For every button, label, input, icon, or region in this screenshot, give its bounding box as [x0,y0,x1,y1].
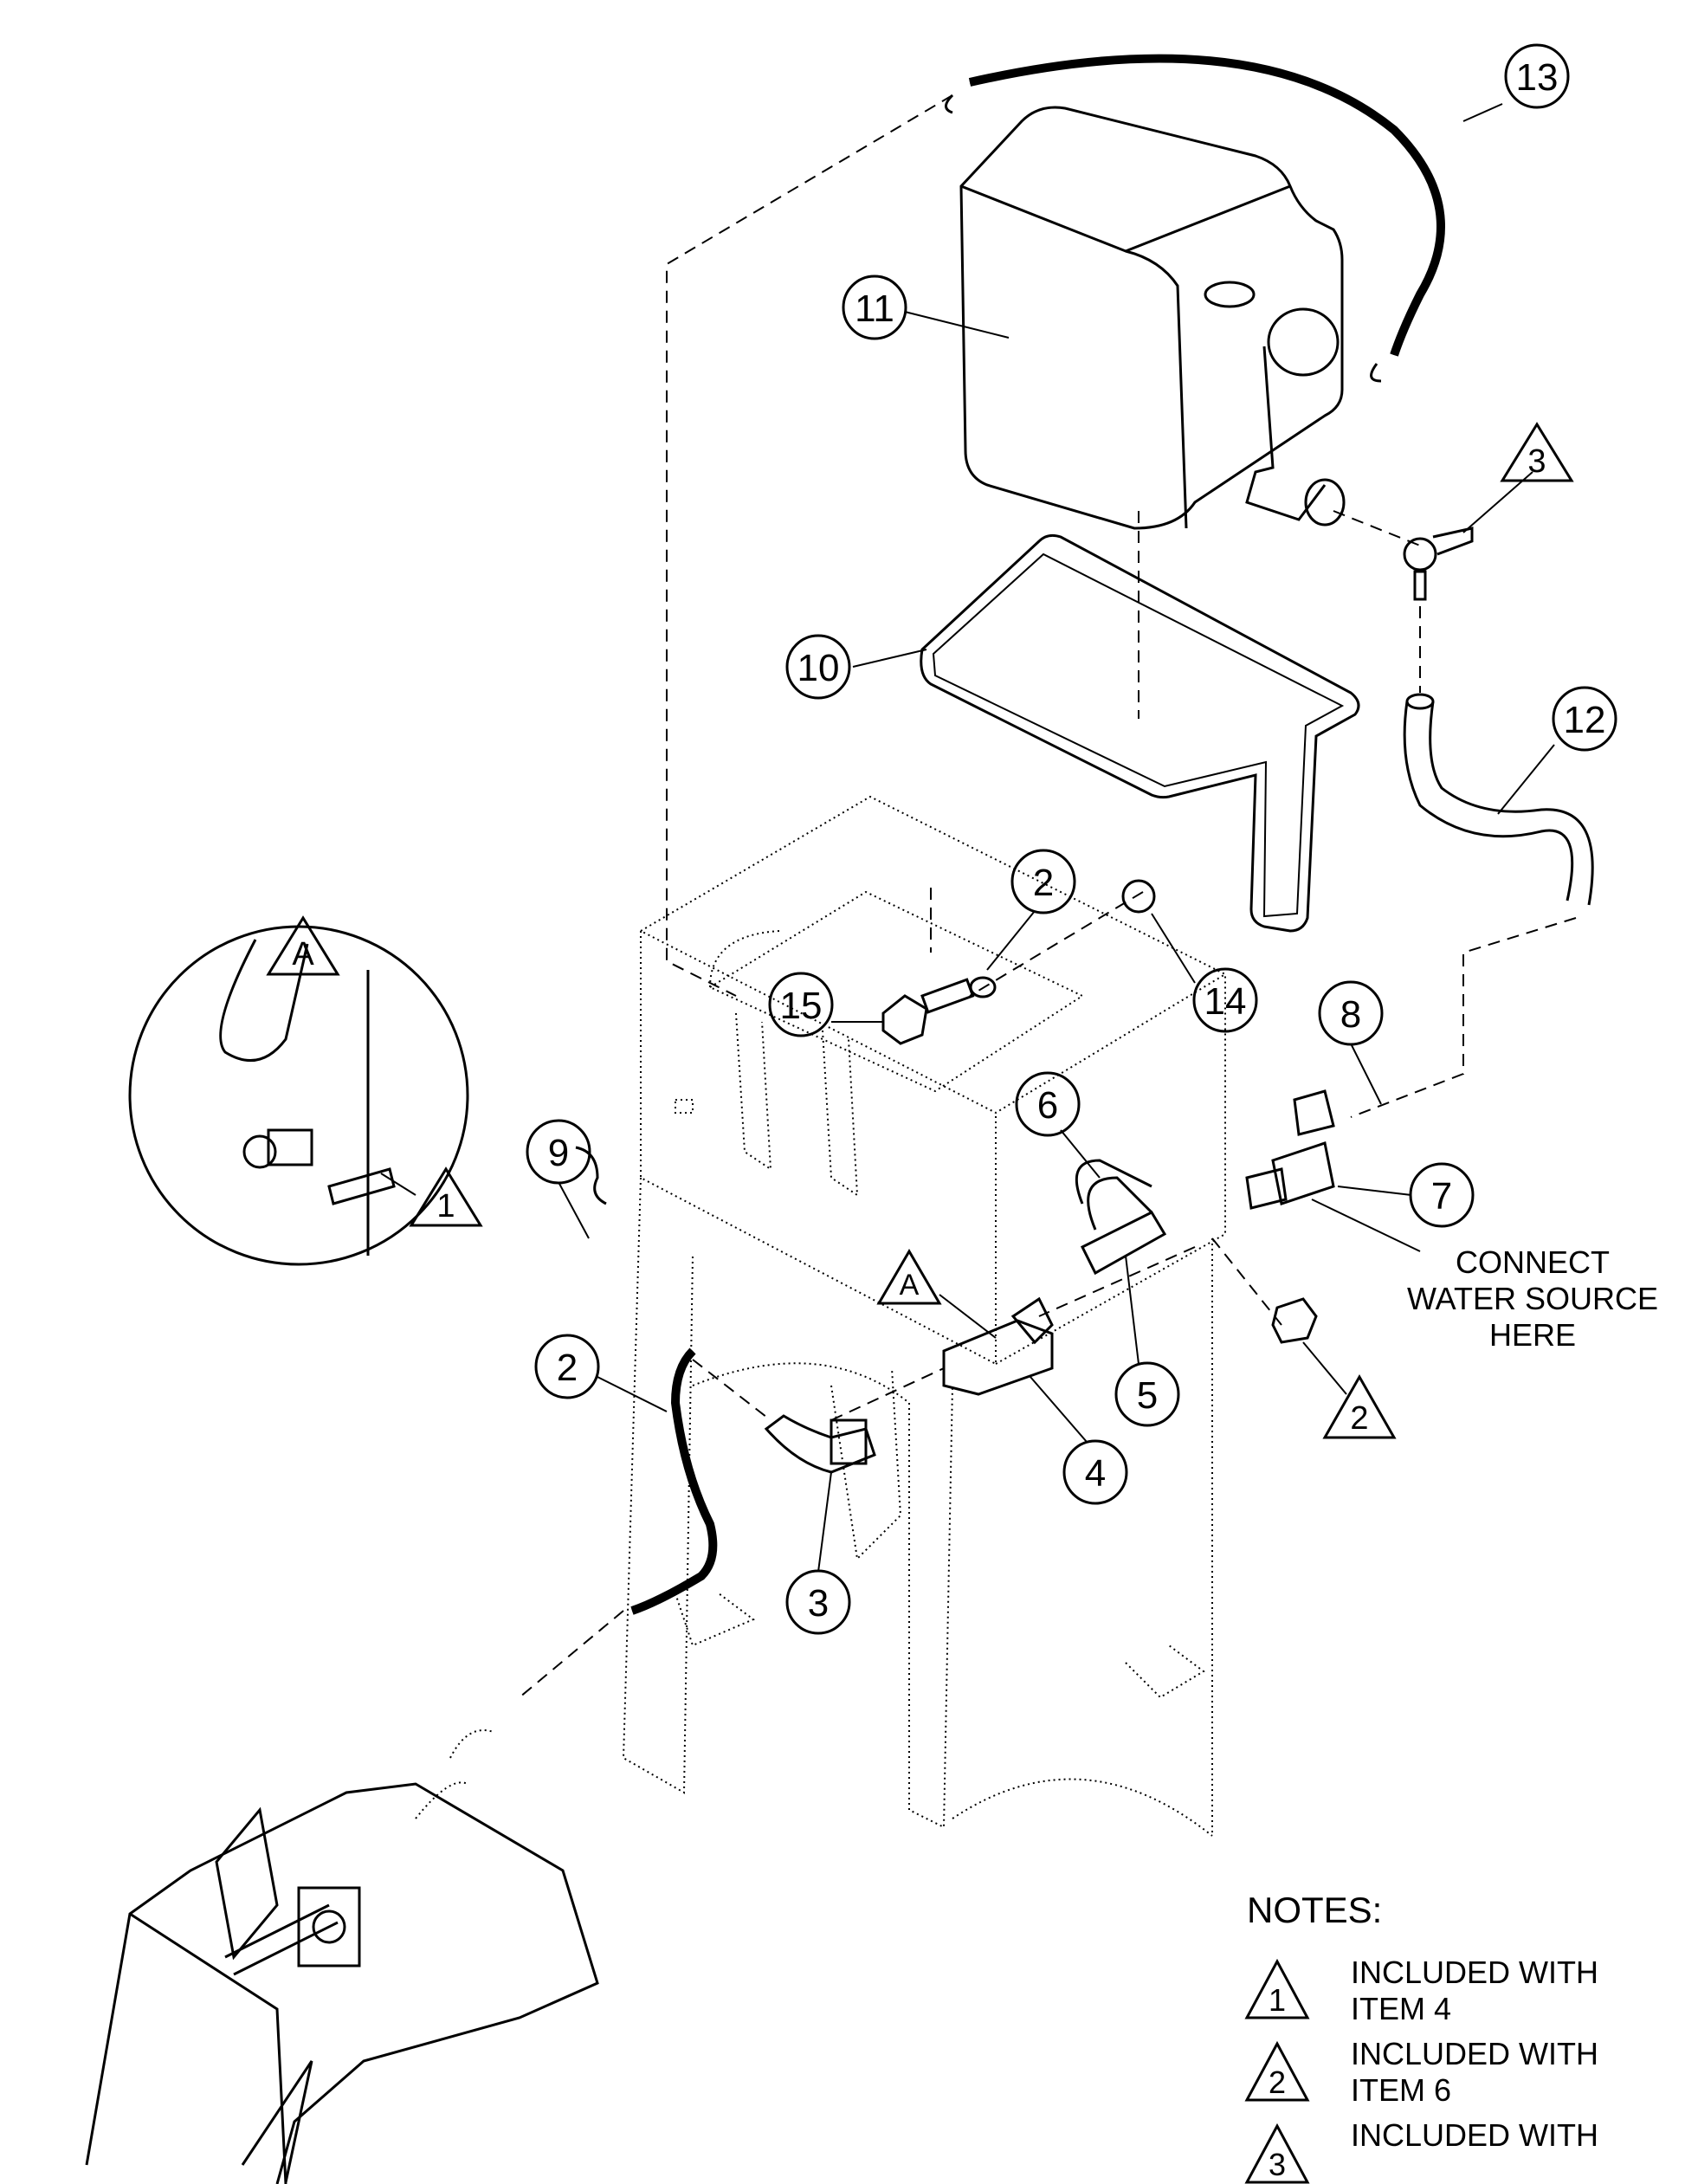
note-item-3: 3 INCLUDED WITH [1244,2117,1598,2184]
label-text: 10 [797,647,840,689]
tank-gasket [920,533,1360,933]
label-text: 8 [1340,993,1361,1036]
notes-heading: NOTES: [1247,1890,1382,1930]
callout-11: 11 [842,275,1010,340]
label-text: 6 [1037,1084,1058,1127]
label-text: 1 [1269,1982,1286,2018]
callout-15: 15 [768,972,883,1037]
triangle-1-detail: 1 [380,1166,483,1227]
label-text: A [292,936,314,972]
callout-balloons: 13 11 10 12 2 14 15 8 9 6 7 5 2 4 3 [526,43,1617,1635]
label-text: 15 [780,985,823,1027]
label-text: INCLUDED WITH [1351,2036,1598,2071]
drain-valve [1403,527,1474,601]
fittings [575,879,1335,1615]
stand-frame [622,795,1228,1837]
connect-water-note: CONNECT WATER SOURCE HERE [1311,1199,1658,1353]
callout-2-upper: 2 [986,849,1076,971]
label-text: HERE [1489,1317,1576,1353]
label-text: 3 [808,1582,829,1625]
label-text: 13 [1516,56,1559,99]
callout-2-lower: 2 [534,1334,668,1412]
callout-5: 5 [1114,1255,1180,1427]
label-text: 3 [1269,2147,1286,2182]
callout-9: 9 [526,1119,591,1239]
label-text: 2 [1269,2064,1286,2100]
overflow-hose [945,54,1445,383]
label-text: A [900,1269,920,1302]
spray-head-assembly [85,1729,599,2184]
triangle-2-nut: 2 [1302,1341,1397,1439]
reference-triangles: 3 A 1 A 2 [266,422,1574,1439]
label-text: 1 [436,1188,455,1224]
water-tank [959,106,1346,530]
label-text: 5 [1137,1374,1158,1417]
triangle-3-valve: 3 [1462,422,1574,533]
label-text: 4 [1085,1452,1106,1495]
callout-3-lower: 3 [785,1471,851,1635]
callout-8: 8 [1318,980,1384,1105]
callout-13: 13 [1462,43,1570,122]
notes-legend: NOTES: 1 INCLUDED WITH ITEM 4 2 INCLUDED… [1244,1890,1598,2184]
label-text: WATER SOURCE [1407,1281,1658,1316]
label-text: 11 [855,288,894,330]
label-text: 9 [548,1132,569,1174]
callout-7: 7 [1337,1162,1475,1228]
label-text: 3 [1527,443,1546,480]
callout-4: 4 [1030,1376,1128,1505]
callout-6: 6 [1015,1071,1101,1179]
label-text: 2 [1350,1400,1368,1437]
label-text: 2 [557,1347,578,1389]
callout-14: 14 [1151,913,1258,1033]
triangle-a-tee: A [876,1249,997,1339]
label-text: INCLUDED WITH [1351,1955,1598,1990]
detail-a-view [128,925,469,1266]
label-text: 2 [1033,862,1054,904]
label-text: CONNECT [1456,1244,1610,1280]
label-text: 14 [1204,980,1247,1023]
note-item-2: 2 INCLUDED WITH ITEM 6 [1244,2036,1598,2108]
assembly-leaders [519,94,1577,1698]
label-text: 12 [1564,699,1606,741]
triangle-a-detail: A [266,915,340,976]
callout-10: 10 [785,634,927,700]
label-text: INCLUDED WITH [1351,2117,1598,2153]
supply-hose [1403,693,1594,906]
label-text: ITEM 6 [1351,2072,1451,2108]
note-item-1: 1 INCLUDED WITH ITEM 4 [1244,1955,1598,2026]
label-text: ITEM 4 [1351,1991,1451,2026]
label-text: 7 [1431,1175,1452,1218]
callout-12: 12 [1497,686,1617,815]
